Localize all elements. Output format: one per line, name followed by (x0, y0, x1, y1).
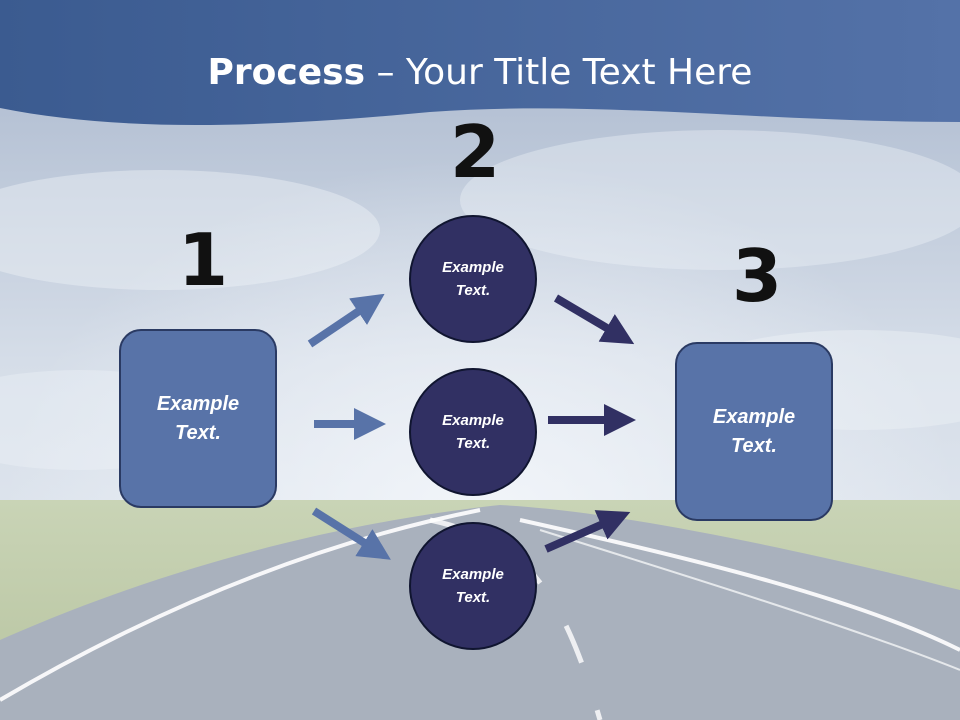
arrow-bottom-to-3 (544, 510, 631, 553)
step-2-circle-middle: Example Text. (409, 368, 537, 496)
step-number-1: 1 (178, 218, 229, 302)
step-number-2: 2 (450, 110, 501, 194)
arrow-top-to-3 (553, 294, 635, 345)
step-2-circle-bottom-text: Example Text. (442, 566, 504, 606)
step-1-box: Example Text. (119, 329, 277, 508)
slide-title: Process – Your Title Text Here (0, 52, 960, 93)
step-1-text: Example Text. (156, 392, 240, 444)
title-rest: – Your Title Text Here (365, 52, 753, 93)
step-2-circle-top-text: Example Text. (442, 259, 504, 299)
step-2-circle-top: Example Text. (409, 215, 537, 343)
step-2-circle-middle-text: Example Text. (442, 412, 504, 452)
step-number-3: 3 (732, 234, 783, 318)
step-2-circle-bottom: Example Text. (409, 522, 537, 650)
arrow-1-to-bottom (311, 507, 391, 560)
title-bold: Process (207, 52, 366, 93)
arrow-1-to-top (307, 293, 385, 348)
step-3-text: Example Text. (712, 405, 796, 457)
step-3-box: Example Text. (675, 342, 833, 521)
